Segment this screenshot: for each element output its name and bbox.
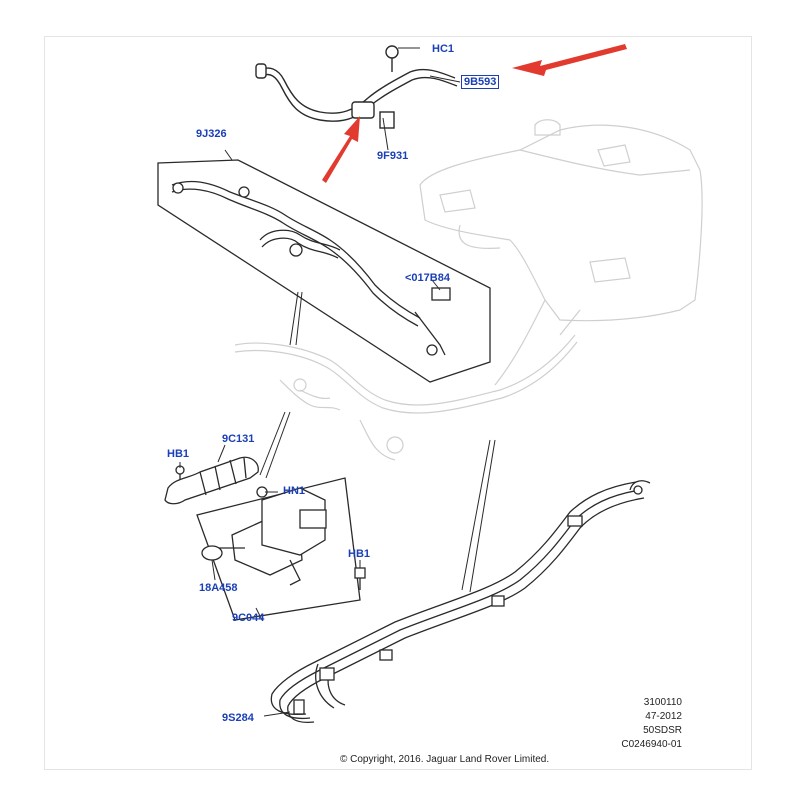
leader-lines — [179, 47, 496, 717]
hose-9j326-box — [157, 159, 491, 383]
callout-9c131: 9C131 — [222, 433, 255, 445]
meta-line-3: 50SDSR — [643, 725, 682, 736]
callout-18a458: 18A458 — [199, 582, 238, 594]
fuel-tank-ghost — [419, 119, 703, 386]
top-hose-assembly — [255, 45, 458, 129]
lower-pipe-run — [270, 480, 651, 724]
callout-017b84: <017B84 — [405, 272, 450, 284]
meta-line-4: C0246940-01 — [621, 739, 682, 750]
callout-hn1: HN1 — [283, 485, 306, 497]
callout-9b593: 9B593 — [460, 75, 500, 89]
callout-9f931: 9F931 — [377, 150, 409, 162]
callout-9s284: 9S284 — [222, 712, 254, 724]
callout-9j326: 9J326 — [196, 128, 227, 140]
callout-hc1: HC1 — [432, 43, 455, 55]
valve-9c044-box — [196, 477, 366, 621]
meta-line-1: 3100110 — [643, 697, 682, 708]
copyright-notice: © Copyright, 2016. Jaguar Land Rover Lim… — [340, 754, 550, 765]
diagram-frame — [44, 36, 752, 770]
callout-hb1-left: HB1 — [167, 448, 190, 460]
red-arrow-icon — [322, 44, 627, 183]
meta-line-2: 47-2012 — [645, 711, 682, 722]
callout-9c044: 9C044 — [232, 612, 265, 624]
ghost-pipes — [234, 334, 578, 461]
callout-hb1-right: HB1 — [348, 548, 371, 560]
bracket-9c131 — [164, 456, 259, 505]
figure-meta: 3100110 47-2012 50SDSR C0246940-01 — [590, 696, 682, 752]
